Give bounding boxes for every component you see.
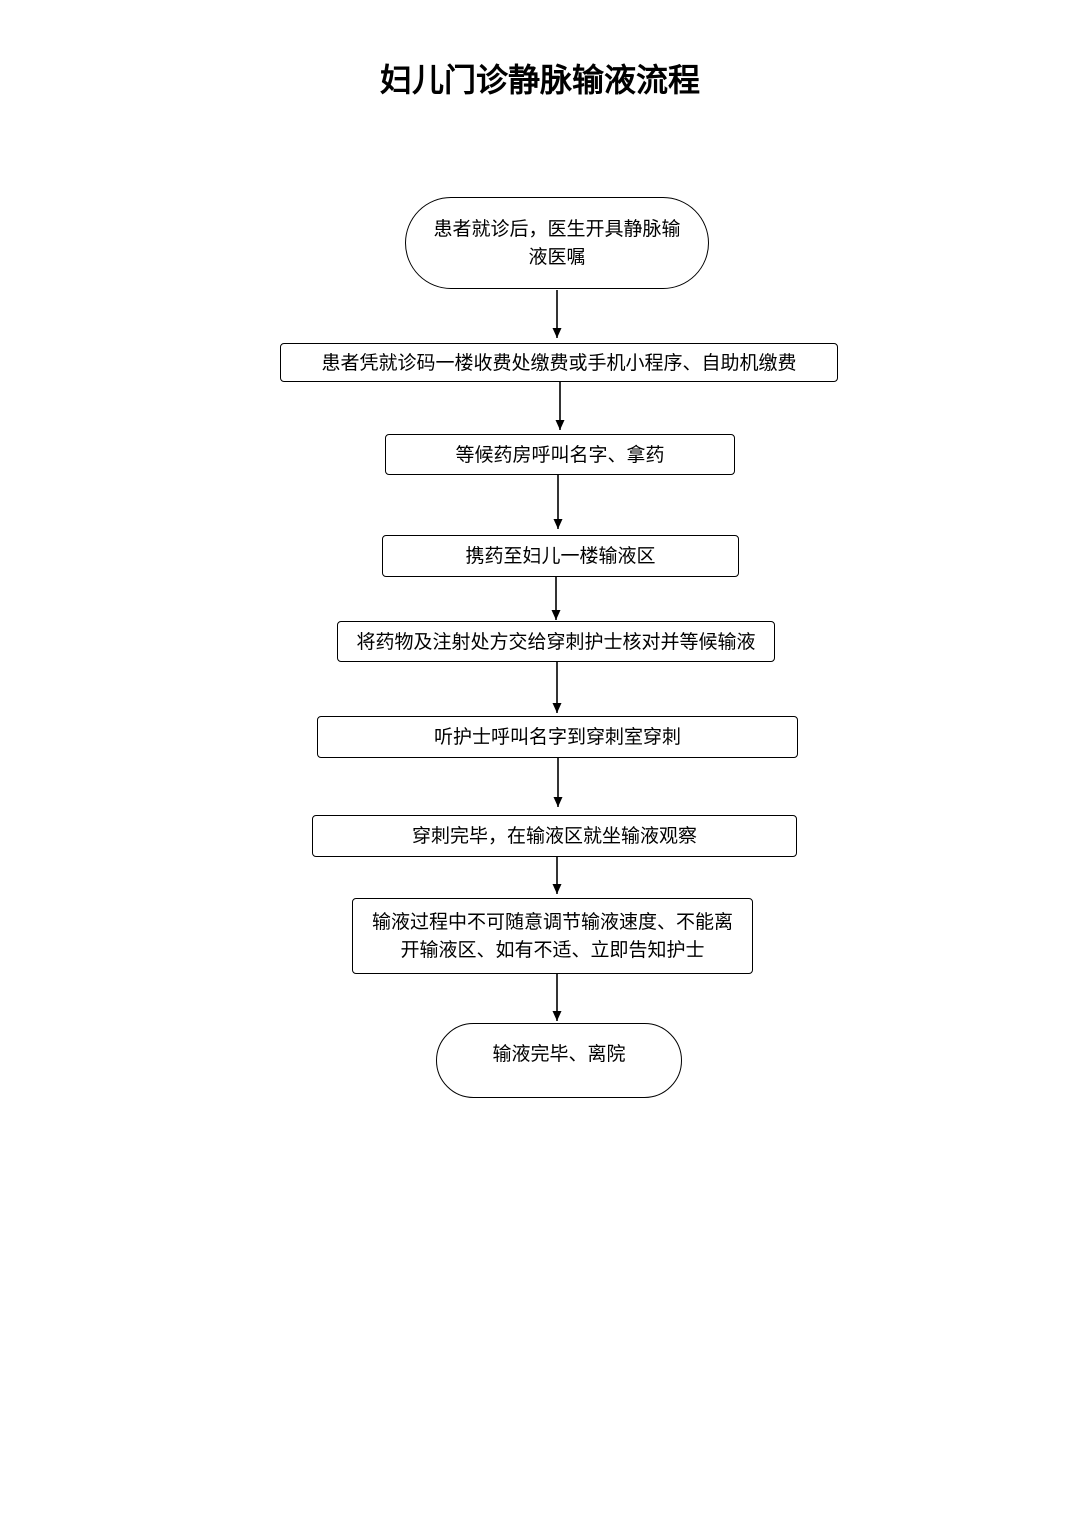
node-text-line: 等候药房呼叫名字、拿药 (455, 443, 665, 466)
node-text-line: 携药至妇儿一楼输液区 (465, 545, 656, 567)
flow-step-observation: 穿刺完毕，在输液区就坐输液观察 (312, 815, 797, 857)
node-text-line: 将药物及注射处方交给穿刺护士核对并等候输液 (356, 630, 756, 653)
node-text-line: 听护士呼叫名字到穿刺室穿刺 (433, 726, 681, 748)
flow-step-infusion-area: 携药至妇儿一楼输液区 (382, 535, 739, 577)
flow-step-precautions: 输液过程中不可随意调节输液速度、不能离 开输液区、如有不适、立即告知护士 (352, 898, 753, 974)
flow-end-node: 输液完毕、离院 (436, 1023, 682, 1098)
node-text-line: 患者就诊后，医生开具静脉输 (433, 218, 681, 240)
flow-start-node: 患者就诊后，医生开具静脉输 液医嘱 (405, 197, 709, 289)
node-text-line: 液医嘱 (528, 246, 586, 268)
node-text-line: 输液过程中不可随意调节输液速度、不能离 (371, 911, 733, 933)
flow-step-nurse-check: 将药物及注射处方交给穿刺护士核对并等候输液 (337, 621, 775, 662)
flow-step-payment: 患者凭就诊码一楼收费处缴费或手机小程序、自助机缴费 (280, 343, 838, 382)
flow-step-pharmacy: 等候药房呼叫名字、拿药 (385, 434, 735, 475)
page-title: 妇儿门诊静脉输液流程 (379, 61, 700, 99)
node-text-line: 穿刺完毕，在输液区就坐输液观察 (411, 825, 697, 847)
flow-step-puncture-room: 听护士呼叫名字到穿刺室穿刺 (317, 716, 798, 758)
node-text-line: 输液完毕、离院 (492, 1042, 626, 1065)
node-text-line: 患者凭就诊码一楼收费处缴费或手机小程序、自助机缴费 (321, 351, 797, 374)
node-text-line: 开输液区、如有不适、立即告知护士 (400, 939, 705, 961)
